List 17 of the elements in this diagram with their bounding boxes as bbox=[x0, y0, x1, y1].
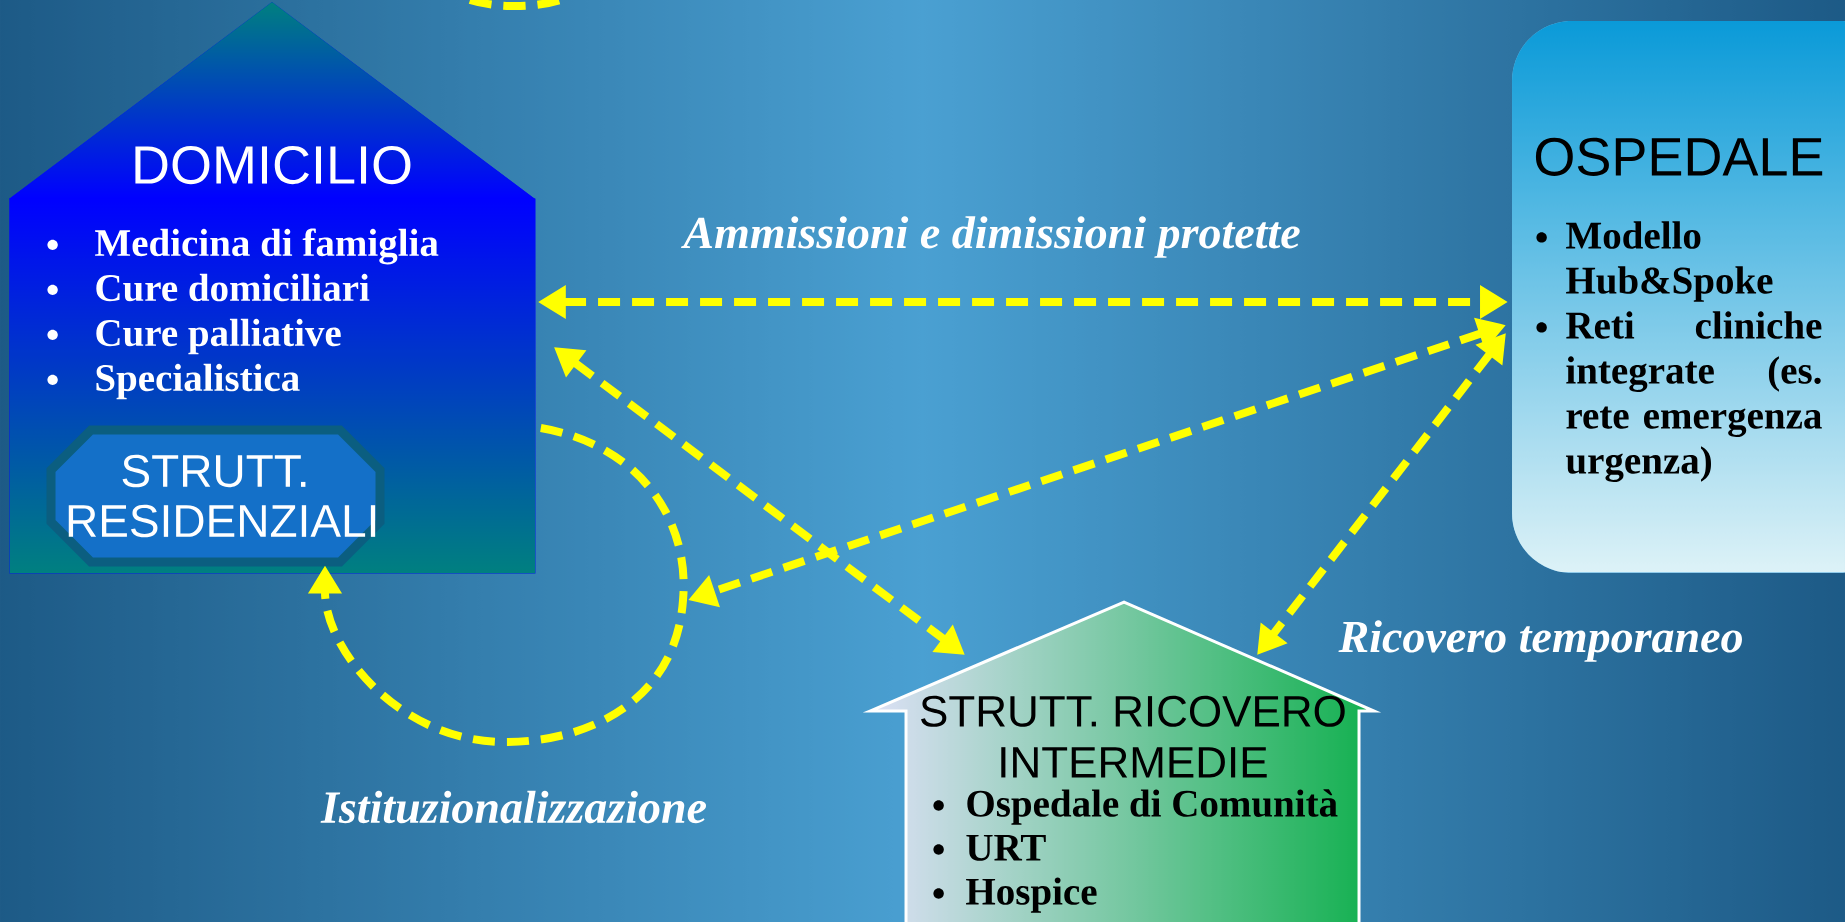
node-title: OSPEDALE bbox=[1535, 137, 1823, 176]
edge-label: Ammissioni e dimissioni protette bbox=[681, 216, 1300, 258]
bullet-item: Ospedale di Comunità bbox=[933, 789, 1338, 825]
dashed-arrow bbox=[307, 424, 688, 746]
node-title: STRUTT. RICOVERO INTERMEDIE bbox=[921, 695, 1345, 778]
bullet-item: URT bbox=[933, 834, 1046, 861]
bullet-item: Modello Hub&Spoke bbox=[1536, 221, 1773, 302]
bullet-item: Hospice bbox=[933, 877, 1097, 913]
bullet-item: Medicina di famiglia bbox=[47, 228, 439, 265]
bullet-item: Specialistica bbox=[47, 363, 300, 400]
octagon-box: STRUTT. RESIDENZIALI bbox=[46, 425, 385, 567]
bullet-item: Reti cliniche integrate (es. rete emergenza urgenza) bbox=[1536, 311, 1822, 482]
bullet-item: Cure palliative bbox=[47, 318, 341, 355]
edge-label: Ricovero temporaneo bbox=[1338, 620, 1742, 662]
node-title: DOMICILIO bbox=[135, 145, 411, 185]
bullet-item: Cure domiciliari bbox=[47, 273, 370, 302]
edge-label: Istituzionalizzazione bbox=[320, 790, 706, 824]
